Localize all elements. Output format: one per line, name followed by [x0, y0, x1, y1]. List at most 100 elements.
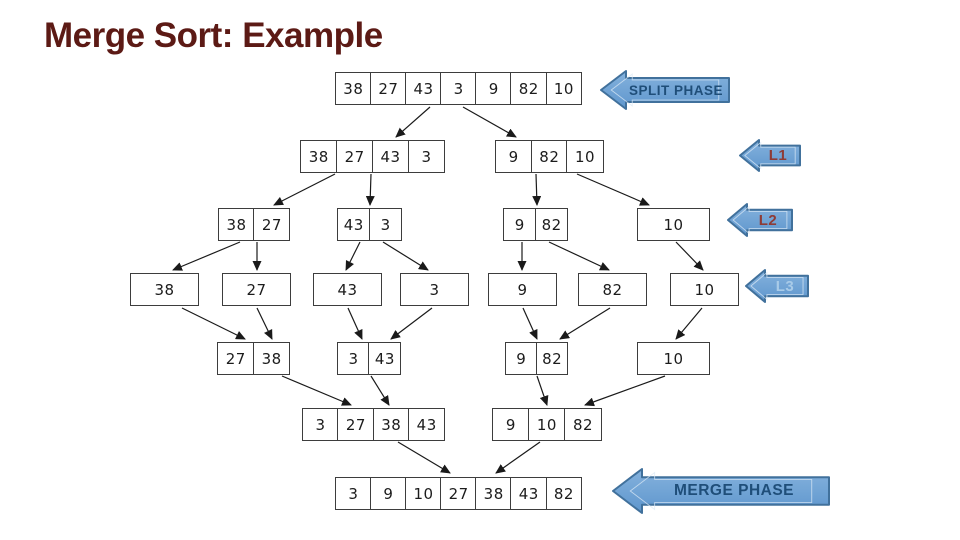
array-cell: 10 — [670, 273, 739, 306]
split-merge-connector — [675, 307, 703, 340]
array-cell: 3 — [440, 72, 477, 105]
array-group-row5-d: 10 — [637, 342, 710, 375]
array-cell: 43 — [313, 273, 382, 306]
split-merge-connector — [273, 173, 336, 206]
array-cell: 43 — [408, 408, 446, 441]
array-cell: 43 — [368, 342, 402, 375]
array-cell: 9 — [475, 72, 513, 105]
array-cell: 82 — [578, 273, 647, 306]
array-cell: 10 — [405, 477, 442, 510]
split-merge-connector — [584, 375, 666, 407]
array-cell: 9 — [505, 342, 538, 375]
array-cell: 10 — [566, 140, 604, 173]
array-group-row4-10: 10 — [670, 273, 739, 306]
left-block-arrow-icon — [739, 139, 801, 172]
callout-merge-phase: MERGE PHASE — [612, 468, 830, 514]
callout-l3: L3 — [745, 269, 809, 303]
split-merge-connector — [390, 307, 433, 340]
callout-label: SPLIT PHASE — [628, 82, 723, 98]
split-merge-connector — [181, 307, 246, 340]
callout-l2: L2 — [727, 203, 793, 237]
split-merge-connector — [382, 241, 429, 271]
left-block-arrow-icon — [745, 269, 809, 303]
array-cell: 82 — [564, 408, 602, 441]
array-cell: 43 — [337, 208, 371, 241]
split-merge-connector — [281, 375, 352, 406]
split-merge-connector — [522, 307, 538, 340]
array-cell: 38 — [475, 477, 513, 510]
array-cell: 43 — [405, 72, 442, 105]
callout-l1: L1 — [739, 139, 801, 172]
split-merge-connector — [536, 375, 549, 406]
array-cell: 10 — [637, 208, 710, 241]
split-merge-connector — [462, 106, 517, 138]
split-merge-connector — [548, 241, 610, 271]
array-cell: 10 — [545, 72, 583, 105]
array-cell: 9 — [503, 208, 537, 241]
split-merge-connector — [370, 375, 390, 406]
array-cell: 27 — [370, 72, 407, 105]
left-block-arrow-icon — [727, 203, 793, 237]
callout-label: L2 — [758, 211, 778, 229]
split-merge-connector — [495, 441, 541, 474]
array-group-row4-38: 38 — [130, 273, 199, 306]
array-cell: 82 — [535, 342, 569, 375]
split-merge-connector — [559, 307, 611, 340]
callout-split-phase: SPLIT PHASE — [600, 70, 730, 110]
callout-label: MERGE PHASE — [673, 482, 795, 499]
array-cell: 3 — [400, 273, 469, 306]
array-cell: 27 — [217, 342, 255, 375]
left-block-arrow-icon — [612, 468, 830, 514]
split-merge-connector — [675, 241, 704, 271]
split-merge-connector — [532, 173, 542, 206]
array-cell: 3 — [302, 408, 339, 441]
callout-label: L3 — [775, 277, 795, 295]
array-cell: 38 — [252, 342, 291, 375]
split-merge-connector — [576, 173, 650, 206]
left-block-arrow-icon — [600, 70, 730, 110]
array-cell: 27 — [335, 140, 374, 173]
array-cell: 38 — [372, 408, 410, 441]
array-cell: 38 — [335, 72, 372, 105]
array-cell: 38 — [218, 208, 255, 241]
array-cell: 3 — [337, 342, 370, 375]
array-group-row4-9: 9 — [488, 273, 557, 306]
array-group-row4-3: 3 — [400, 273, 469, 306]
array-cell: 27 — [440, 477, 477, 510]
array-cell: 38 — [130, 273, 199, 306]
array-cell: 9 — [492, 408, 530, 441]
array-cell: 9 — [488, 273, 557, 306]
array-cell: 27 — [337, 408, 375, 441]
array-cell: 10 — [528, 408, 566, 441]
array-cell: 3 — [335, 477, 372, 510]
split-merge-connector — [347, 307, 363, 340]
callout-label: L1 — [768, 147, 788, 164]
array-cell: 27 — [222, 273, 291, 306]
array-cell: 82 — [534, 208, 569, 241]
array-cell: 82 — [510, 72, 548, 105]
array-cell: 38 — [300, 140, 338, 173]
split-merge-connector — [395, 106, 431, 138]
array-cell: 43 — [371, 140, 410, 173]
array-cell: 10 — [637, 342, 710, 375]
split-merge-connector — [397, 441, 451, 474]
split-merge-connector — [256, 307, 273, 340]
array-cell: 43 — [510, 477, 548, 510]
array-cell: 82 — [530, 140, 568, 173]
split-merge-connector — [365, 173, 375, 206]
page-title: Merge Sort: Example — [44, 16, 383, 55]
split-merge-connector — [172, 241, 241, 271]
